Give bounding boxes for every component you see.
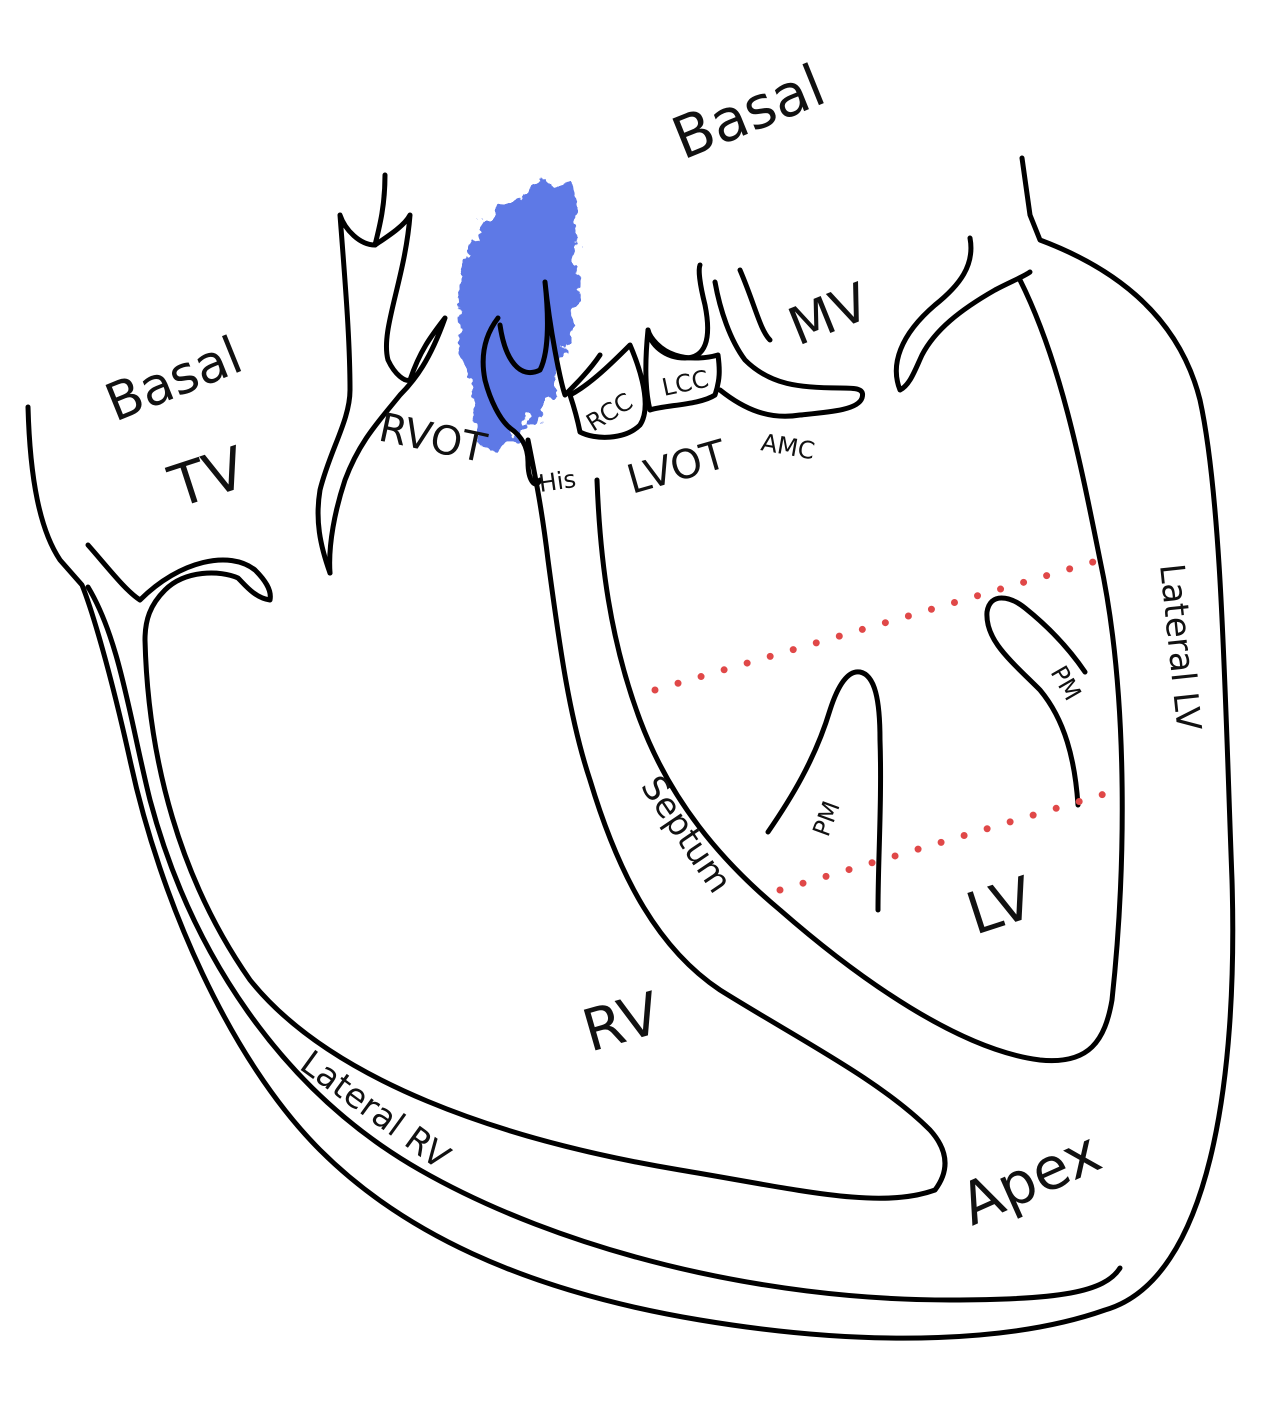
rvot-left-wall xyxy=(315,172,388,576)
label-lv: LV xyxy=(958,863,1042,948)
septum-left-edge xyxy=(594,277,1125,1064)
papillary-muscle-left xyxy=(765,669,884,913)
his-cusp xyxy=(497,279,603,398)
label-amc: AMC xyxy=(759,428,817,465)
lcc-cusp xyxy=(643,327,722,413)
amc-leaflet xyxy=(712,279,865,419)
label-lcc: LCC xyxy=(659,365,711,402)
label-rv: RV xyxy=(575,979,668,1066)
outer-wall xyxy=(25,155,1236,1341)
rvot-cusp xyxy=(480,315,543,487)
tricuspid-leaflet xyxy=(85,437,948,1201)
mv-posterior-leaflet xyxy=(893,235,1033,393)
label-septum: Septum xyxy=(633,769,740,901)
label-lvot: LVOT xyxy=(622,432,732,504)
papillary-muscle-right xyxy=(984,595,1088,808)
rcc-cusp xyxy=(567,342,648,440)
label-pm-left: PM xyxy=(807,797,845,840)
label-lateral-rv: Lateral RV xyxy=(293,1043,457,1178)
label-his: His xyxy=(537,465,578,498)
label-rcc: RCC xyxy=(581,387,637,437)
label-basal-top: Basal xyxy=(663,51,834,173)
lcc-top xyxy=(645,262,711,361)
dotted-line-upper xyxy=(651,556,1104,694)
label-mv: MV xyxy=(780,272,877,358)
label-lateral-lv: Lateral LV xyxy=(1151,562,1208,733)
highlight-region xyxy=(456,182,580,450)
rv-lateral-inner xyxy=(85,584,1123,1303)
label-apex: Apex xyxy=(950,1117,1111,1238)
rvot-right-wall xyxy=(327,212,448,576)
label-tv: TV xyxy=(160,433,254,521)
label-basal-left: Basal xyxy=(97,326,250,434)
mv-line xyxy=(737,267,773,343)
